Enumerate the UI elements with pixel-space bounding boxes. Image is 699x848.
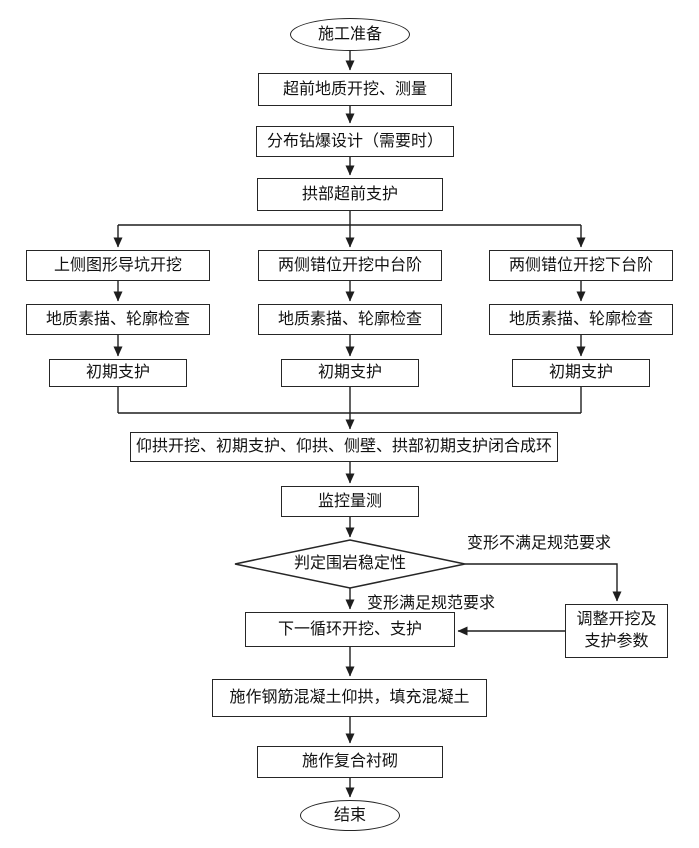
node-end-terminal: 结束 xyxy=(300,800,400,831)
node-ring-closure: 仰拱开挖、初期支护、仰拱、侧壁、拱部初期支护闭合成环 xyxy=(130,432,558,462)
node-start-terminal: 施工准备 xyxy=(290,18,410,51)
node-right-initial-support: 初期支护 xyxy=(512,359,650,387)
connectors-group xyxy=(113,51,622,798)
adjust-params-line1: 调整开挖及 xyxy=(576,611,657,629)
node-right-excavation: 两侧错位开挖下台阶 xyxy=(489,250,673,281)
node-adjust-params: 调整开挖及 支护参数 xyxy=(565,604,668,658)
node-blast-design: 分布钻爆设计（需要时） xyxy=(256,126,454,157)
node-composite-lining: 施作复合衬砌 xyxy=(257,746,443,778)
node-left-geology-check: 地质素描、轮廓检查 xyxy=(26,304,210,335)
node-left-initial-support: 初期支护 xyxy=(49,359,187,387)
node-mid-excavation: 两侧错位开挖中台阶 xyxy=(258,250,442,281)
node-mid-initial-support: 初期支护 xyxy=(281,359,419,387)
node-monitoring: 监控量测 xyxy=(281,486,419,517)
node-right-geology-check: 地质素描、轮廓检查 xyxy=(489,304,673,335)
edge-label-not-satisfied: 变形不满足规范要求 xyxy=(467,535,612,552)
node-decision-label: 判定围岩稳定性 xyxy=(293,555,406,573)
node-next-cycle: 下一循环开挖、支护 xyxy=(245,612,455,647)
node-arch-advance-support: 拱部超前支护 xyxy=(257,178,443,211)
node-advance-survey: 超前地质开挖、测量 xyxy=(258,73,452,106)
node-left-excavation: 上侧图形导坑开挖 xyxy=(26,250,210,281)
edge-label-satisfied: 变形满足规范要求 xyxy=(367,595,496,612)
adjust-params-line2: 支护参数 xyxy=(584,633,649,650)
node-mid-geology-check: 地质素描、轮廓检查 xyxy=(258,304,442,335)
node-invert-concrete: 施作钢筋混凝土仰拱，填充混凝土 xyxy=(212,679,487,717)
